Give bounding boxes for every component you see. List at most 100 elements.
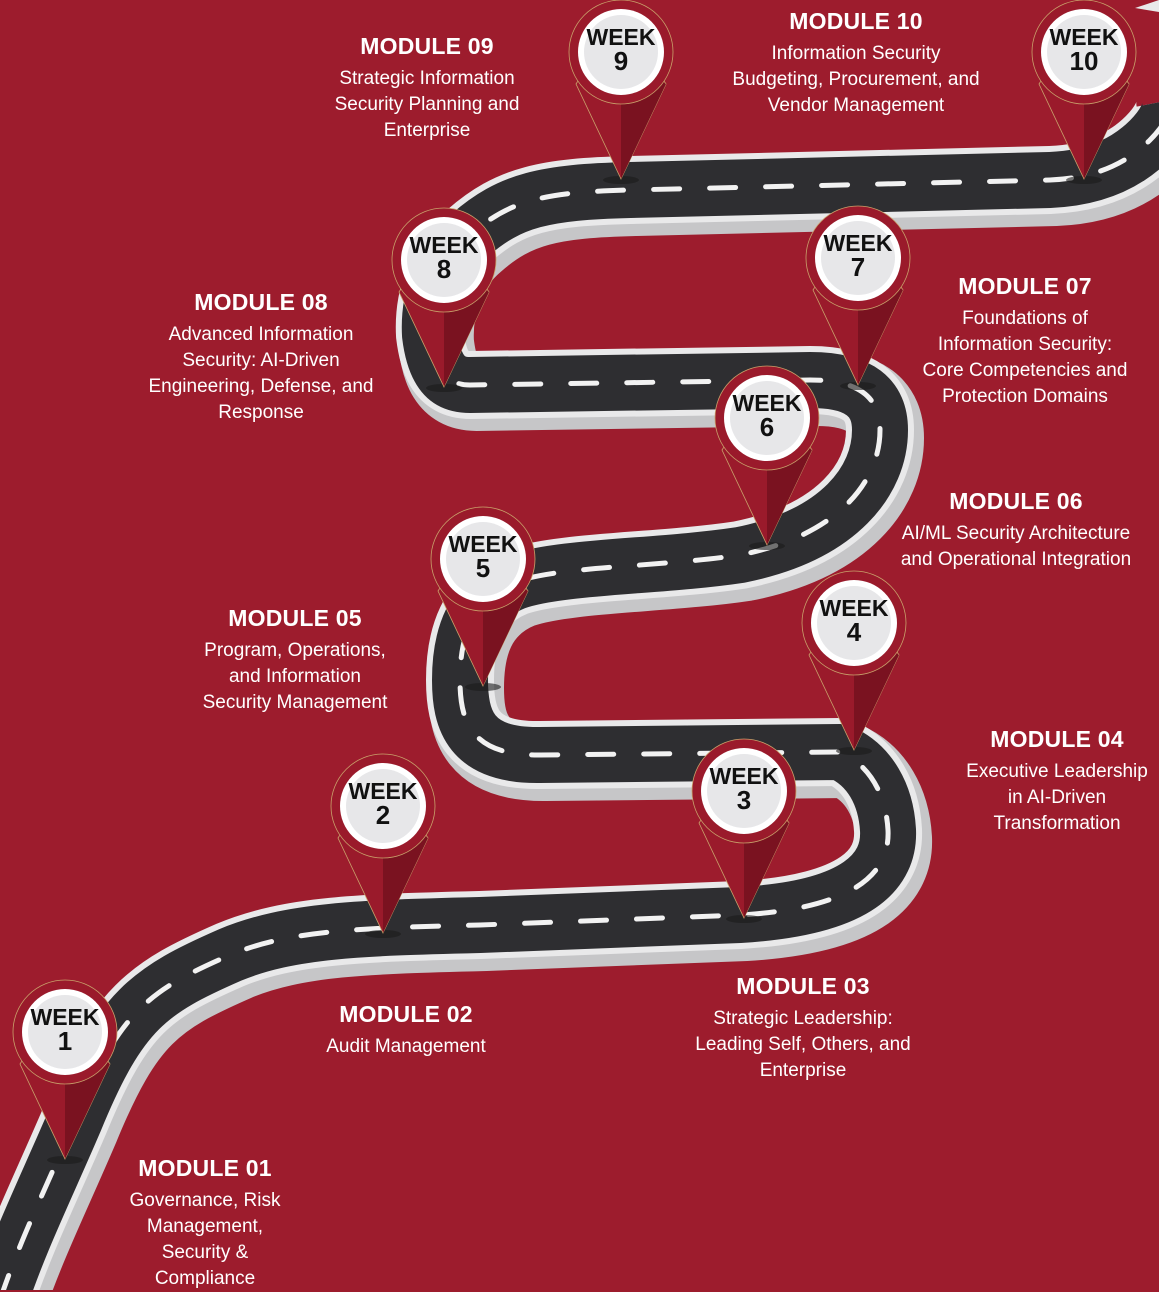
pin-shadow [603, 176, 639, 184]
module-desc-line: Information Security: [937, 334, 1113, 355]
week-label: WEEK [586, 24, 656, 50]
pin-shadow [465, 683, 501, 691]
module-title: MODULE 09 [360, 33, 494, 59]
week-label: WEEK [819, 595, 889, 621]
pin-shadow [426, 384, 462, 392]
module-title: MODULE 02 [339, 1001, 473, 1027]
module-desc-line: Engineering, Defense, and [148, 376, 374, 397]
week-number: 10 [1069, 46, 1099, 76]
module-desc-line: Strategic Leadership: [713, 1008, 893, 1029]
pin-shadow [749, 542, 785, 550]
module-title: MODULE 06 [949, 488, 1083, 514]
map-pin-icon [12, 979, 118, 1164]
lane-dashes [0, 125, 1159, 1290]
week-number: 1 [57, 1026, 73, 1056]
module-title: MODULE 01 [138, 1155, 272, 1181]
module-desc-line: Governance, Risk [129, 1190, 281, 1211]
week-label: WEEK [348, 778, 418, 804]
pin-shadow [836, 747, 872, 755]
pin-shadow [1066, 176, 1102, 184]
module-desc-line: Vendor Management [767, 95, 945, 116]
week-label: WEEK [30, 1004, 100, 1030]
module-desc-line: in AI-Driven [1007, 787, 1107, 808]
module-desc-line: Security: AI-Driven [182, 350, 340, 371]
pin-face [817, 586, 891, 660]
map-pin-icon [1031, 0, 1137, 184]
module-desc-line: and Information [228, 666, 362, 687]
module-title: MODULE 10 [789, 8, 923, 34]
week-number: 9 [613, 46, 629, 76]
week-label: WEEK [823, 230, 893, 256]
module-03: MODULE 03 Strategic Leadership: Leading … [695, 973, 910, 1084]
week-number: 6 [759, 412, 775, 442]
pin-face [584, 15, 658, 89]
module-desc-line: Foundations of [962, 308, 1088, 329]
module-desc-line: Security Management [202, 692, 388, 713]
module-title: MODULE 03 [736, 973, 870, 999]
week-number: 8 [436, 254, 452, 284]
module-04: MODULE 04 Executive Leadership in AI-Dri… [966, 726, 1148, 837]
pin-shadow [840, 382, 876, 390]
map-pin-icon [714, 365, 820, 550]
module-desc-line: Enterprise [759, 1060, 847, 1081]
pin-face [821, 221, 895, 295]
module-desc-line: Advanced Information [168, 324, 354, 345]
map-pin-icon [805, 205, 911, 390]
week-number: 2 [375, 800, 391, 830]
module-desc-line: Strategic Information [339, 68, 515, 89]
road-end-arrow [1135, 0, 1159, 12]
module-01: MODULE 01 Governance, Risk Management, S… [129, 1155, 280, 1292]
week-label: WEEK [732, 390, 802, 416]
pin-face [446, 522, 520, 596]
map-pin-icon [330, 753, 436, 938]
pin-shadow [47, 1156, 83, 1164]
map-pin-icon [801, 570, 907, 755]
map-pin-icon [568, 0, 674, 184]
week-number: 3 [736, 785, 752, 815]
module-desc-line: Enterprise [383, 120, 471, 141]
module-08: MODULE 08 Advanced Information Security:… [149, 289, 374, 426]
module-desc-line: Executive Leadership [966, 761, 1148, 782]
pin-face [346, 769, 420, 843]
module-title: MODULE 07 [958, 273, 1092, 299]
module-desc-line: Audit Management [326, 1036, 486, 1057]
map-pin-icon [691, 738, 797, 923]
module-desc-line: and Operational Integration [900, 549, 1132, 570]
week-label: WEEK [1049, 24, 1119, 50]
pin-shadow [726, 915, 762, 923]
module-desc-line: Budgeting, Procurement, and [732, 69, 980, 90]
module-10: MODULE 10 Information Security Budgeting… [732, 8, 979, 119]
module-05: MODULE 05 Program, Operations, and Infor… [203, 605, 388, 716]
pin-face [730, 381, 804, 455]
module-desc-line: Core Competencies and [922, 360, 1128, 381]
pin-shadow [365, 930, 401, 938]
module-desc-line: Transformation [993, 813, 1121, 834]
module-desc-line: Management, [146, 1216, 264, 1237]
week-label: WEEK [448, 531, 518, 557]
module-09: MODULE 09 Strategic Information Security… [335, 33, 520, 144]
module-title: MODULE 08 [194, 289, 328, 315]
module-title: MODULE 04 [990, 726, 1124, 752]
week-number: 4 [846, 617, 862, 647]
module-02: MODULE 02 Audit Management [326, 1001, 486, 1060]
map-pin-icon [430, 506, 536, 691]
module-07: MODULE 07 Foundations of Information Sec… [923, 273, 1128, 410]
module-desc-line: Security & [161, 1242, 249, 1263]
module-desc-line: Information Security [771, 43, 941, 64]
module-desc-line: Protection Domains [942, 386, 1108, 407]
pin-face [28, 995, 102, 1069]
module-desc-line: Response [218, 402, 304, 423]
module-title: MODULE 05 [228, 605, 362, 631]
module-desc-line: Security Planning and [334, 94, 520, 115]
